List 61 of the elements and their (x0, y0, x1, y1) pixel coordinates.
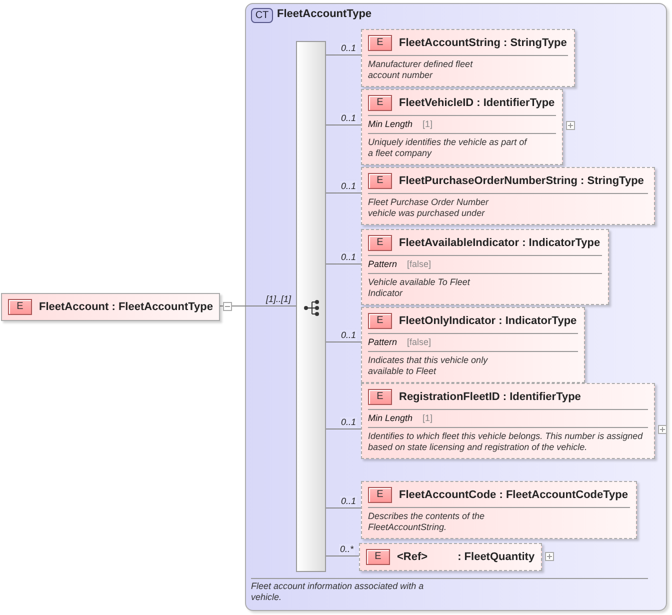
cardinality-label: 0..1 (340, 43, 358, 54)
complex-type-panel (245, 3, 667, 611)
cardinality-label: 0..1 (340, 417, 358, 428)
cardinality-label: 0..1 (340, 496, 358, 507)
type-badge: CT (251, 8, 273, 23)
facet-name: Min Length (368, 119, 413, 129)
connector-line (326, 192, 362, 194)
element-box (361, 229, 609, 305)
element-name: RegistrationFleetID : IdentifierType (399, 391, 581, 403)
element-description: Identifies to which fleet this vehicle belongs. This number is assigned based on state licensing and registration of the vehicle. (368, 431, 643, 453)
facet-name: Pattern (368, 259, 398, 269)
element-badge: E (368, 389, 392, 405)
element-type: : FleetQuantity (458, 551, 535, 563)
element-box (361, 481, 637, 539)
element-name: <Ref> (397, 551, 428, 563)
element-name: FleetVehicleID : IdentifierType (399, 97, 555, 109)
element-box (361, 29, 575, 87)
element-badge: E (366, 549, 390, 565)
element-box (359, 543, 542, 571)
element-name: FleetAccount : FleetAccountType (39, 301, 213, 313)
cardinality-label: 0..1 (340, 113, 358, 124)
element-box (361, 167, 655, 225)
element-description: Fleet Purchase Order Number vehicle was purchased under (368, 197, 490, 219)
connector-line (326, 428, 362, 430)
element-box (1, 293, 220, 321)
element-badge: E (368, 173, 392, 189)
facet-name: Pattern (368, 337, 398, 347)
element-badge: E (368, 95, 392, 111)
facet-value: [1] (422, 413, 433, 423)
cardinality-label: [1]..[1] (265, 294, 292, 305)
element-name: FleetAccountCode : FleetAccountCodeType (399, 489, 628, 501)
connector-line (326, 54, 362, 56)
facet-value: [false] (407, 337, 432, 347)
cardinality-label: 0..* (339, 544, 355, 555)
type-name: FleetAccountType (277, 8, 372, 20)
element-badge: E (368, 313, 392, 329)
element-box (361, 307, 585, 383)
facet-name: Min Length (368, 413, 413, 423)
element-description: Describes the contents of the FleetAccountString. (368, 511, 486, 533)
facet-value: [false] (407, 259, 432, 269)
element-description: Manufacturer defined fleet account number (368, 59, 474, 81)
cardinality-label: 0..1 (340, 181, 358, 192)
element-name: FleetAccountString : StringType (399, 37, 567, 49)
facet-value: [1] (422, 119, 433, 129)
element-badge: E (368, 35, 392, 51)
element-description: Uniquely identifies the vehicle as part of a fleet company (368, 137, 528, 159)
element-description: Vehicle available To Fleet Indicator (368, 277, 472, 299)
element-badge: E (368, 235, 392, 251)
element-name: FleetAvailableIndicator : IndicatorType (399, 237, 600, 249)
element-name: FleetPurchaseOrderNumberString : StringType (399, 175, 644, 187)
cardinality-label: 0..1 (340, 252, 358, 263)
element-description: Indicates that this vehicle only available to Fleet (368, 355, 489, 377)
element-badge: E (8, 299, 32, 315)
element-box (361, 89, 563, 165)
cardinality-label: 0..1 (340, 330, 358, 341)
compositor-bar (296, 41, 326, 572)
element-box (361, 383, 655, 459)
type-description: Fleet account information associated with a vehicle. (251, 581, 425, 603)
element-name: FleetOnlyIndicator : IndicatorType (399, 315, 577, 327)
connector-line (326, 124, 362, 126)
element-badge: E (368, 487, 392, 503)
